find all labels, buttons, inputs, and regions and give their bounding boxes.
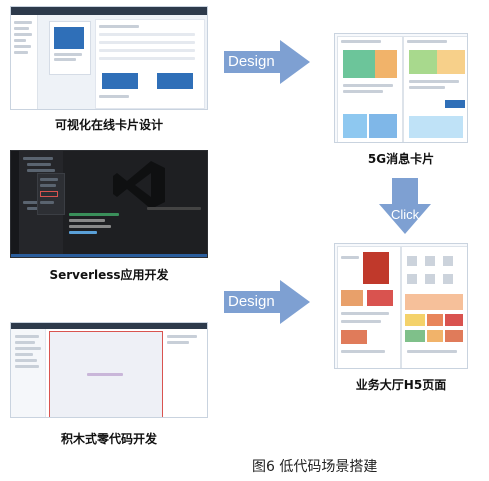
designer-button-1 [102, 73, 138, 89]
figure-caption: 图6 低代码场景搭建 [252, 459, 378, 475]
design-label-top: Design [228, 53, 275, 70]
h5-business-hall-screenshot [334, 243, 468, 369]
design-arrow-bottom-icon [224, 280, 310, 324]
designer-button-2 [157, 73, 193, 89]
designer-card-image [54, 27, 84, 49]
caption-h5: 业务大厅H5页面 [355, 378, 447, 392]
designer-sidebar [11, 15, 38, 109]
visual-card-designer-screenshot [10, 6, 208, 110]
5g-message-card-screenshot [334, 33, 468, 143]
caption-serverless: Serverless应用开发 [49, 268, 169, 282]
serverless-ide-screenshot [10, 150, 208, 258]
lowcode-builder-screenshot [10, 322, 208, 418]
click-label: Click [391, 207, 420, 222]
designer-top-bar [11, 7, 207, 15]
caption-visual-card: 可视化在线卡片设计 [54, 118, 163, 132]
caption-5g-card: 5G消息卡片 [367, 152, 435, 166]
caption-lowcode: 积木式零代码开发 [60, 432, 157, 446]
click-arrow-icon [379, 178, 431, 234]
vscode-logo-icon [113, 161, 165, 209]
design-arrow-top-icon [224, 40, 310, 84]
design-label-bottom: Design [228, 293, 275, 310]
